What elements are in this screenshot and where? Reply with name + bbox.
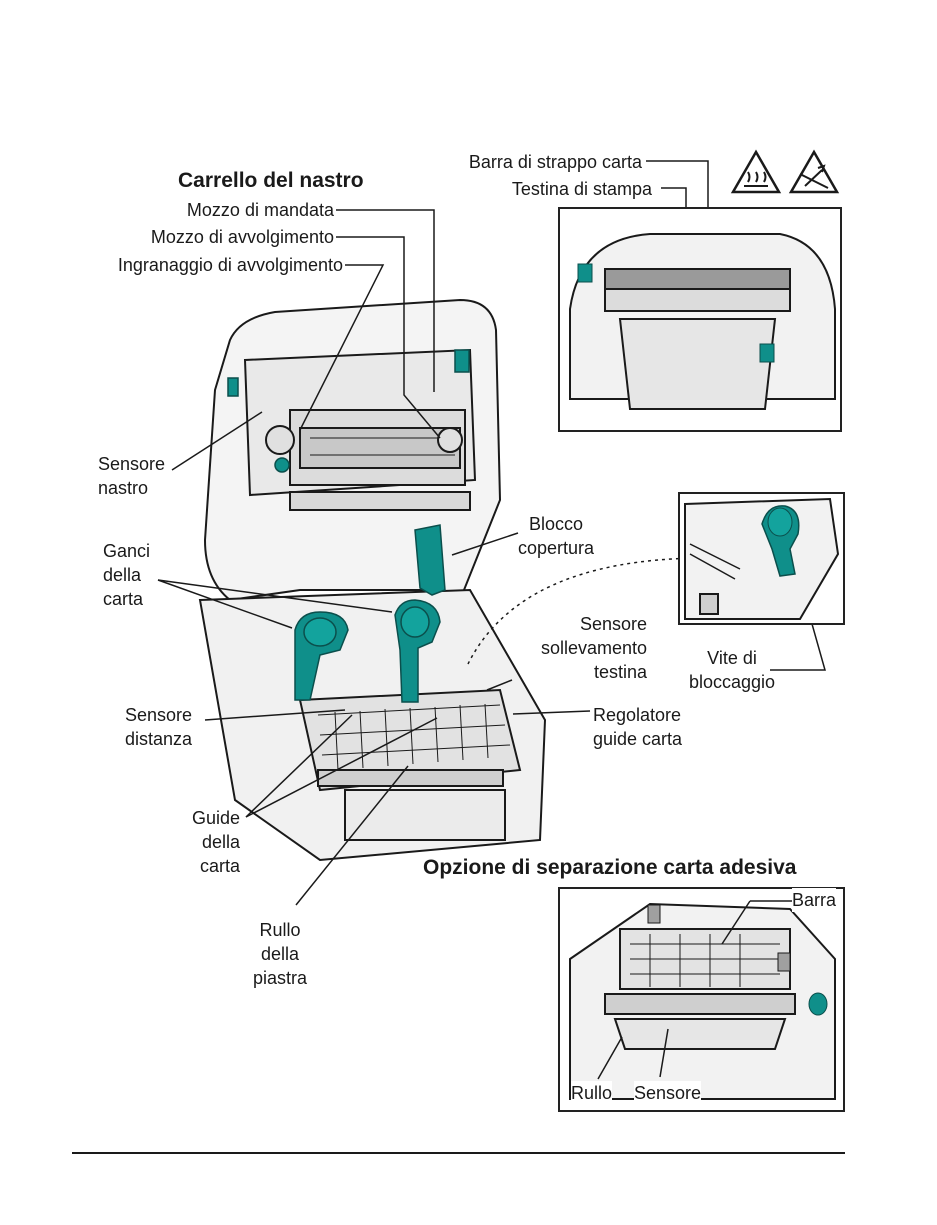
label-take-up-spindle: Mozzo di avvolgimento	[150, 227, 334, 247]
peel-option-illustration	[569, 900, 836, 1100]
label-take-up-gear: Ingranaggio di avvolgimento	[117, 255, 343, 275]
electrostatic-warning-icon	[788, 148, 840, 196]
heading-peel-option: Opzione di separazione carta adesiva	[423, 856, 797, 879]
label-roll-hooks: Ganci della carta	[103, 541, 151, 609]
label-supply-spindle: Mozzo di mandata	[186, 200, 334, 220]
label-lock-screw: Vite di bloccaggio	[688, 648, 776, 692]
label-peel-sensor: Sensore	[634, 1081, 702, 1105]
label-ribbon-sensor: Sensore nastro	[98, 454, 166, 498]
label-print-head: Testina di stampa	[511, 179, 652, 199]
footer-rule	[72, 1152, 845, 1154]
printer-main-illustration	[198, 298, 547, 862]
label-paper-guides: Guide della carta	[191, 808, 240, 876]
print-head-illustration	[569, 233, 836, 410]
label-cover-lock: Blocco copertura	[518, 514, 595, 558]
label-peel-roller: Rullo	[571, 1081, 613, 1105]
teal-components	[227, 349, 470, 703]
inset-print-head	[558, 207, 842, 432]
label-gap-sensor: Sensore distanza	[125, 705, 193, 749]
label-peel-bar: Barra	[792, 888, 837, 912]
label-tear-off-bar: Barra di strappo carta	[468, 152, 642, 172]
label-platen-roller: Rullo della piastra	[252, 920, 308, 988]
label-guide-adjuster: Regolatore guide carta	[593, 705, 683, 749]
inset-cover-lock	[678, 492, 845, 625]
heading-ribbon-carriage: Carrello del nastro	[178, 169, 364, 192]
inset-peel-option	[558, 887, 845, 1112]
label-head-up-sensor: Sensore sollevamento testina	[540, 614, 647, 682]
cover-lock-illustration	[684, 497, 840, 620]
hot-surface-warning-icon	[730, 148, 782, 196]
